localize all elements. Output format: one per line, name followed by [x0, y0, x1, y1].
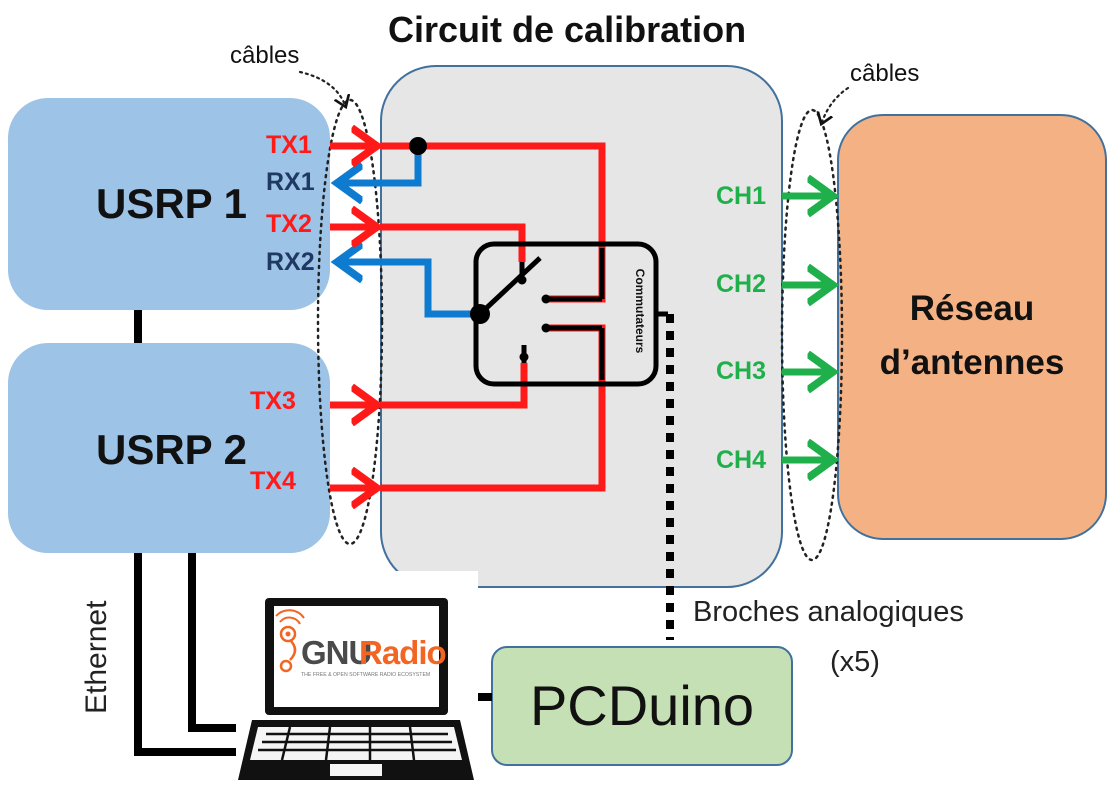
- rx1-label: RX1: [266, 168, 315, 196]
- wire-rx1-internal: [340, 146, 422, 183]
- ch3-label: CH3: [716, 357, 767, 385]
- gnuradio-logo-icon: GNU Radio THE FREE & OPEN SOFTWARE RADIO…: [275, 609, 447, 678]
- cables-left-pointer: [298, 70, 345, 105]
- antenna-array-title: Réseau d’antennes: [838, 282, 1106, 390]
- junction-dot: [409, 137, 427, 155]
- gnuradio-logo-radio: Radio: [359, 634, 446, 671]
- tx2-label: TX2: [266, 210, 312, 238]
- tx3-label: TX3: [250, 387, 296, 415]
- wire-rx2-internal: [340, 262, 480, 318]
- pcduino-box: [491, 646, 793, 766]
- tx4-label: TX4: [250, 467, 296, 495]
- antenna-array-line1: Réseau: [909, 289, 1035, 328]
- cables-right-label: câbles: [850, 60, 920, 87]
- analog-pins-count: (x5): [830, 646, 880, 678]
- cables-right-pointer: [822, 86, 850, 122]
- pcduino-label: PCDuino: [529, 674, 755, 737]
- ch4-label: CH4: [716, 446, 767, 474]
- antenna-array-box: [837, 114, 1107, 540]
- rx2-label: RX2: [266, 248, 315, 276]
- usrp1-label: USRP 1: [96, 180, 247, 227]
- cables-left-label: câbles: [230, 42, 300, 69]
- gnuradio-logo-tagline: THE FREE & OPEN SOFTWARE RADIO ECOSYSTEM: [301, 672, 430, 678]
- laptop-icon: [236, 571, 478, 809]
- usrp1-box: [8, 98, 330, 310]
- ethernet-label: Ethernet: [80, 600, 113, 714]
- analog-pins-label: Broches analogiques: [693, 596, 964, 628]
- cables-right-ellipse: [780, 108, 844, 562]
- wire-tx3-internal: [380, 363, 528, 409]
- switch-block: [470, 241, 668, 387]
- gnuradio-logo-gnu: GNU: [301, 634, 371, 671]
- antenna-array-line2: d’antennes: [879, 343, 1065, 382]
- usrp2-box: [8, 343, 330, 553]
- tx1-label: TX1: [266, 131, 312, 159]
- diagram-title: Circuit de calibration: [388, 9, 747, 50]
- wire-tx2-internal: [380, 223, 526, 262]
- usrp2-label: USRP 2: [96, 426, 247, 473]
- ethernet-cable-1: [134, 553, 268, 756]
- switch-label: Commutateurs: [633, 268, 647, 354]
- ch2-label: CH2: [716, 270, 767, 298]
- ch1-label: CH1: [716, 182, 767, 210]
